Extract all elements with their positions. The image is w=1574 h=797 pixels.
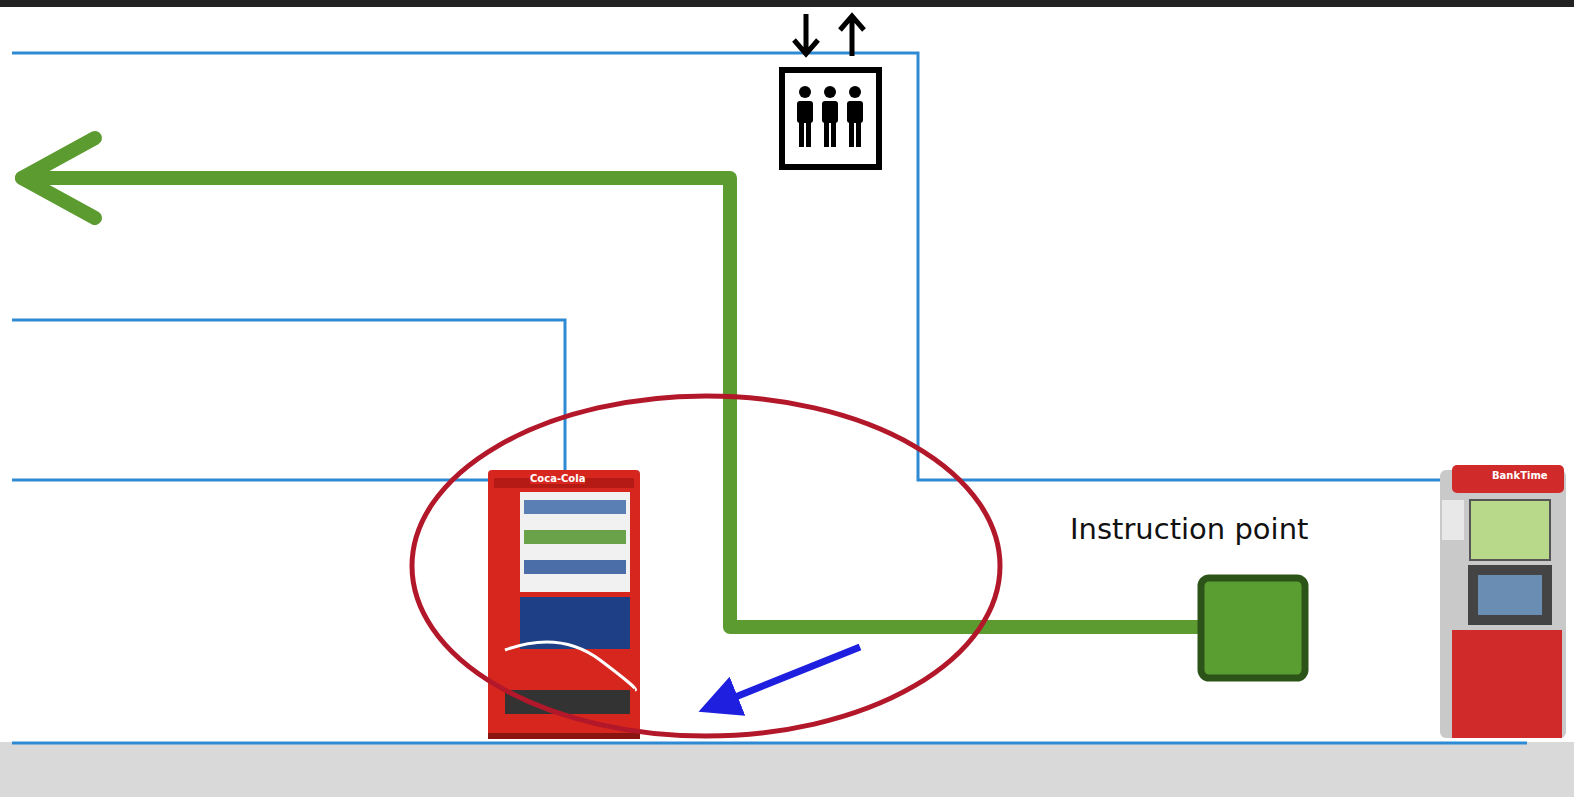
- corridor-walls: [12, 53, 1527, 743]
- elevator-icon: [782, 14, 879, 167]
- brand-label: Coca-Cola: [530, 473, 585, 484]
- wall-line: [12, 742, 1527, 745]
- instruction-point-marker: [1201, 578, 1305, 678]
- top-bar: [0, 0, 1574, 7]
- instruction-label: Instruction point: [1070, 512, 1308, 546]
- route-arrow: [22, 138, 1205, 627]
- atm-machine: [1440, 465, 1566, 738]
- wall-line: [12, 53, 1527, 480]
- floor-band: [0, 742, 1574, 797]
- direction-arrow: [718, 647, 860, 704]
- brand-label: BankTime: [1492, 470, 1548, 481]
- vending-machine: [488, 470, 640, 739]
- highlight-ellipse: [412, 396, 1000, 736]
